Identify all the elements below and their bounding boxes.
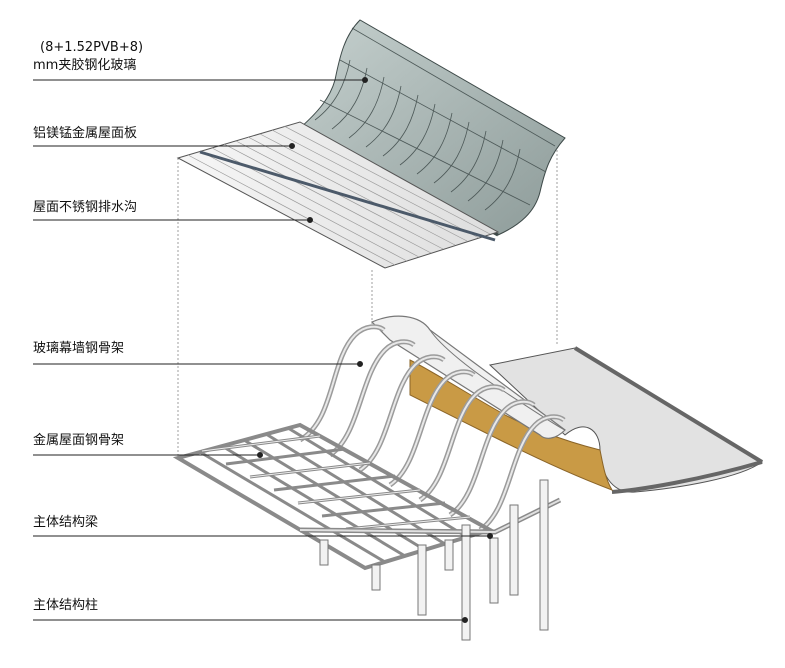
roof-panel-label: 铝镁锰金属屋面板 <box>33 126 138 141</box>
main-structural-beam <box>299 497 562 535</box>
beam-label: 主体结构梁 <box>33 515 99 530</box>
glass-spec-label-line1: (8+1.52PVB+8) <box>40 40 144 55</box>
column-label: 主体结构柱 <box>33 598 99 613</box>
leader-lines <box>33 77 493 623</box>
roof-frame-label: 金属屋面钢骨架 <box>33 433 125 448</box>
curtain-frame-label: 玻璃幕墙钢骨架 <box>33 341 125 356</box>
roof-steel-grid <box>172 422 496 571</box>
glass-spec-label-line2: mm夹胶钢化玻璃 <box>33 58 137 73</box>
main-structural-columns <box>319 479 549 641</box>
metal-roof-panel <box>176 121 500 269</box>
stainless-gutter <box>199 150 496 242</box>
building-roof-volume <box>370 315 764 494</box>
curved-glass-skin <box>299 19 566 237</box>
gutter-label: 屋面不锈钢排水沟 <box>33 200 138 215</box>
alignment-dashed-lines <box>177 138 558 458</box>
